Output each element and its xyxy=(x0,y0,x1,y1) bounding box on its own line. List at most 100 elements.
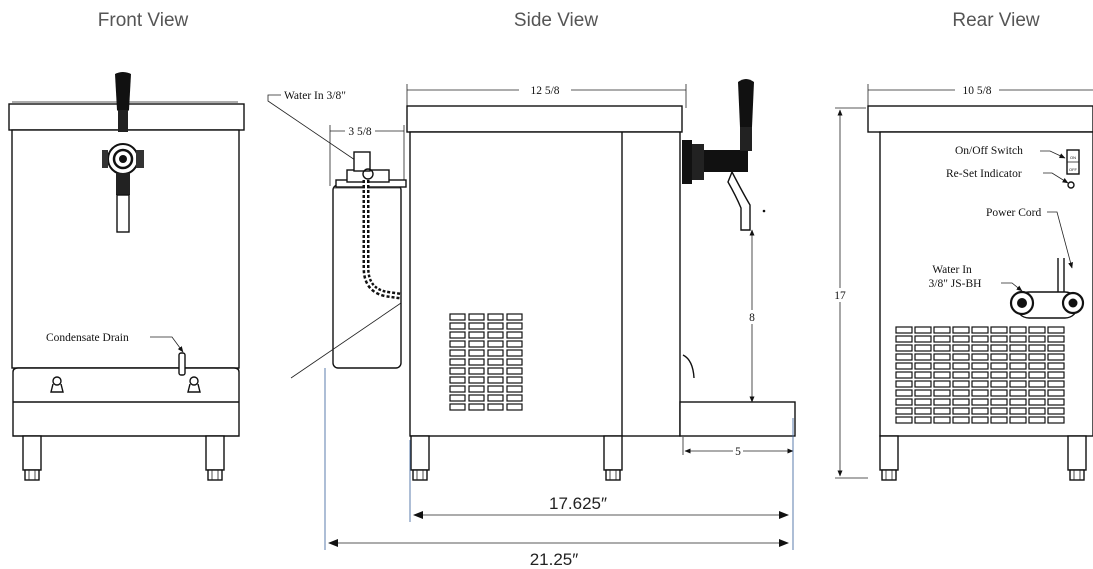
vent-slot xyxy=(914,362,932,370)
vent-slot xyxy=(971,344,989,352)
vent-slot xyxy=(468,340,485,348)
vent-slot xyxy=(933,362,951,370)
tap-handle xyxy=(115,72,131,114)
vent-slot xyxy=(914,389,932,397)
vent-slot xyxy=(468,322,485,330)
vent-slot xyxy=(468,313,485,321)
vent-slot xyxy=(1028,416,1046,424)
vent-slot xyxy=(990,389,1008,397)
vent-slot xyxy=(990,398,1008,406)
vent-slot xyxy=(1028,398,1046,406)
vent-slot xyxy=(449,313,466,321)
on-off-switch-label: On/Off Switch xyxy=(955,145,1023,157)
vent-slot xyxy=(487,385,504,393)
vent-slot xyxy=(895,416,913,424)
vent-slot xyxy=(1009,389,1027,397)
dim-10-5-8: 10 5/8 xyxy=(962,85,991,97)
vent-slot xyxy=(1028,344,1046,352)
vent-slot xyxy=(468,394,485,402)
vent-slot xyxy=(1047,335,1065,343)
vent-slot xyxy=(449,376,466,384)
overall-dim-21-25: 21.25″ xyxy=(530,550,579,569)
vent-slot xyxy=(990,407,1008,415)
vent-slot xyxy=(895,371,913,379)
vent-slot xyxy=(506,331,523,339)
vent-slot xyxy=(487,331,504,339)
vent-slot xyxy=(914,335,932,343)
vent-slot xyxy=(914,380,932,388)
vent-slot xyxy=(971,407,989,415)
vent-slot xyxy=(1009,353,1027,361)
vent-slot xyxy=(914,344,932,352)
faucet-spout xyxy=(116,194,130,233)
vent-slot xyxy=(933,398,951,406)
vent-slot xyxy=(914,353,932,361)
vent-slot xyxy=(1028,326,1046,334)
vent-slot xyxy=(1009,326,1027,334)
vent-slot xyxy=(1047,344,1065,352)
vent-slot xyxy=(895,407,913,415)
vent-slot xyxy=(1009,380,1027,388)
vent-slot xyxy=(990,335,1008,343)
vent-slot xyxy=(990,371,1008,379)
vent-slot xyxy=(1047,398,1065,406)
vent-slot xyxy=(933,353,951,361)
vent-slot xyxy=(933,344,951,352)
rear-view-drawing: 10 5/8 17 ON OFF On/Off Switch Re-Set In… xyxy=(832,83,1093,481)
side-view-title: Side View xyxy=(514,10,598,31)
vent-slot xyxy=(449,367,466,375)
vent-slot xyxy=(952,398,970,406)
vent-slot xyxy=(449,340,466,348)
water-in-rear-label-2: 3/8" JS-BH xyxy=(929,278,982,290)
vent-slot xyxy=(933,416,951,424)
vent-slot xyxy=(506,376,523,384)
vent-slot xyxy=(449,394,466,402)
vent-slot xyxy=(487,313,504,321)
dim-12-5-8: 12 5/8 xyxy=(530,85,559,97)
vent-slot xyxy=(895,353,913,361)
vent-slot xyxy=(895,326,913,334)
vent-slot xyxy=(895,398,913,406)
vent-slot xyxy=(914,326,932,334)
switch-on-text: ON xyxy=(1070,155,1076,160)
vent-slot xyxy=(1047,353,1065,361)
vent-slot xyxy=(1028,407,1046,415)
vent-slot xyxy=(449,349,466,357)
vent-slot xyxy=(1047,380,1065,388)
vent-slot xyxy=(990,380,1008,388)
vent-slot xyxy=(914,398,932,406)
vent-slot xyxy=(449,385,466,393)
vent-slot xyxy=(990,344,1008,352)
vent-slot xyxy=(952,344,970,352)
vent-slot xyxy=(990,362,1008,370)
vent-slot xyxy=(487,358,504,366)
vent-slot xyxy=(1009,371,1027,379)
vent-slot xyxy=(933,389,951,397)
vent-slot xyxy=(895,362,913,370)
side-tap-handle xyxy=(738,79,754,131)
side-vent-grille xyxy=(449,313,523,411)
vent-slot xyxy=(895,335,913,343)
vent-slot xyxy=(971,362,989,370)
vent-slot xyxy=(971,371,989,379)
dim-5: 5 xyxy=(735,446,741,458)
vent-slot xyxy=(971,326,989,334)
vent-slot xyxy=(487,322,504,330)
vent-slot xyxy=(990,416,1008,424)
vent-slot xyxy=(895,389,913,397)
vent-slot xyxy=(914,407,932,415)
vent-slot xyxy=(933,380,951,388)
vent-slot xyxy=(506,367,523,375)
dim-3-5-8: 3 5/8 xyxy=(348,126,372,138)
vent-slot xyxy=(1028,389,1046,397)
vent-slot xyxy=(1009,335,1027,343)
vent-slot xyxy=(468,349,485,357)
vent-slot xyxy=(971,353,989,361)
vent-slot xyxy=(1047,389,1065,397)
vent-slot xyxy=(952,407,970,415)
vent-slot xyxy=(895,380,913,388)
vent-slot xyxy=(952,362,970,370)
overall-dimensions: 17.625″ 21.25″ xyxy=(324,368,794,569)
vent-slot xyxy=(1047,362,1065,370)
